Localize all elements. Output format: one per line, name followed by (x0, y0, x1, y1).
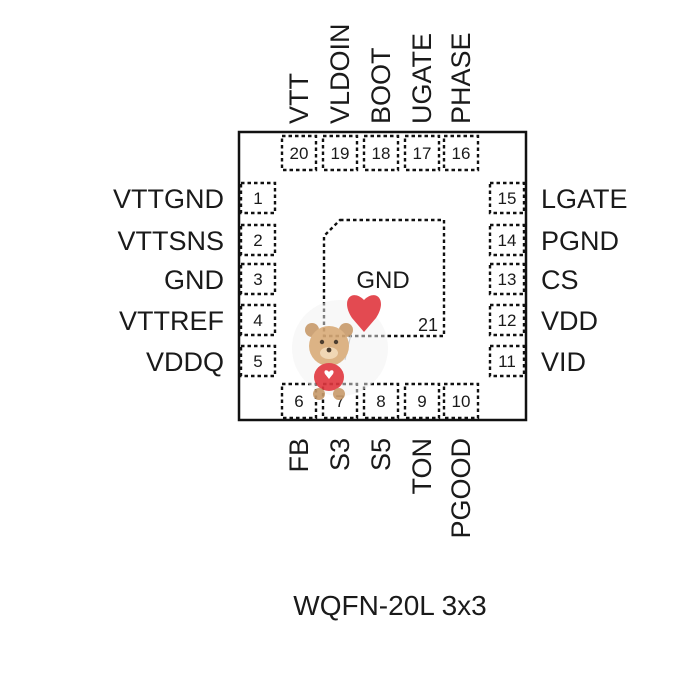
pin-pad (488, 181, 526, 215)
pin-name-left: VDDQ (146, 347, 224, 377)
pin-pad (403, 134, 441, 172)
pin-pad (488, 223, 526, 257)
pin-name-top: VTT (284, 73, 314, 124)
pin-pad (442, 134, 480, 172)
pin-pad (280, 382, 318, 420)
pin-1: 1 (239, 181, 277, 215)
pin-number: 5 (253, 352, 262, 371)
pin-name-bottom: TON (407, 438, 437, 495)
pin-number: 4 (253, 311, 262, 330)
pin-8: 8 (362, 382, 400, 420)
pin-2: 2 (239, 223, 277, 257)
pin-number: 6 (294, 392, 303, 411)
pin-20: 20 (280, 134, 318, 172)
pin-pad (239, 344, 277, 378)
pin-number: 3 (253, 270, 262, 289)
pin-pad (442, 382, 480, 420)
pin-number: 15 (498, 189, 517, 208)
pin-number: 20 (290, 144, 309, 163)
pin-18: 18 (362, 134, 400, 172)
pin-11: 11 (488, 344, 526, 378)
pin-number: 8 (376, 392, 385, 411)
pin-pad (239, 262, 277, 296)
pin-name-left: VTTREF (119, 306, 224, 336)
pin-pad (488, 344, 526, 378)
pin-number: 19 (331, 144, 350, 163)
pin-14: 14 (488, 223, 526, 257)
pin-13: 13 (488, 262, 526, 296)
pin-name-right: PGND (541, 226, 619, 256)
pin-number: 9 (417, 392, 426, 411)
teddy-bear-sticker-icon (292, 295, 388, 400)
pin-number: 11 (498, 352, 516, 371)
pin-name-top: VLDOIN (325, 23, 355, 124)
pin-number: 17 (413, 144, 432, 163)
pin-name-right: VDD (541, 306, 598, 336)
pin-name-top: PHASE (446, 32, 476, 124)
pin-pad (239, 223, 277, 257)
pin-name-bottom: S5 (366, 438, 396, 471)
pin-pad (362, 382, 400, 420)
pin-16: 16 (442, 134, 480, 172)
pin-number: 1 (253, 189, 262, 208)
pin-name-left: GND (164, 265, 224, 295)
pin-number: 7 (335, 392, 344, 411)
pin-name-bottom: FB (284, 438, 314, 473)
pin-pad (403, 382, 441, 420)
pin-pad (280, 134, 318, 172)
pin-pad (488, 262, 526, 296)
pin-number: 16 (452, 144, 471, 163)
pin-12: 12 (488, 303, 526, 337)
pin-name-top: BOOT (366, 47, 396, 124)
pin-pad (488, 303, 526, 337)
pin-10: 10 (442, 382, 480, 420)
pin-name-right: CS (541, 265, 579, 295)
pin-3: 3 (239, 262, 277, 296)
pin-4: 4 (239, 303, 277, 337)
pin-number: 13 (498, 270, 517, 289)
pin-name-right: VID (541, 347, 586, 377)
pin-number: 12 (498, 311, 517, 330)
exposed-pad-label: GND (356, 267, 409, 294)
pin-17: 17 (403, 134, 441, 172)
pin-15: 15 (488, 181, 526, 215)
pin-pad (362, 134, 400, 172)
pin-19: 19 (321, 134, 359, 172)
pin-name-top: UGATE (407, 33, 437, 124)
package-body (237, 130, 528, 422)
exposed-pad (322, 218, 446, 338)
pin-number: 18 (372, 144, 391, 163)
pin-number: 10 (452, 392, 471, 411)
pin-name-left: VTTGND (113, 184, 224, 214)
pin-pad (239, 303, 277, 337)
package-name: WQFN-20L 3x3 (293, 590, 486, 621)
pin-name-bottom: S3 (325, 438, 355, 471)
exposed-pad-number: 21 (418, 315, 438, 335)
pin-name-bottom: PGOOD (446, 438, 476, 539)
pin-pad (239, 181, 277, 215)
pin-name-left: VTTSNS (117, 226, 224, 256)
pin-number: 14 (498, 231, 517, 250)
pin-9: 9 (403, 382, 441, 420)
pin-number: 2 (253, 231, 262, 250)
pin-5: 5 (239, 344, 277, 378)
pin-name-right: LGATE (541, 184, 628, 214)
pin-pad (321, 134, 359, 172)
pin-6: 6 (280, 382, 318, 420)
